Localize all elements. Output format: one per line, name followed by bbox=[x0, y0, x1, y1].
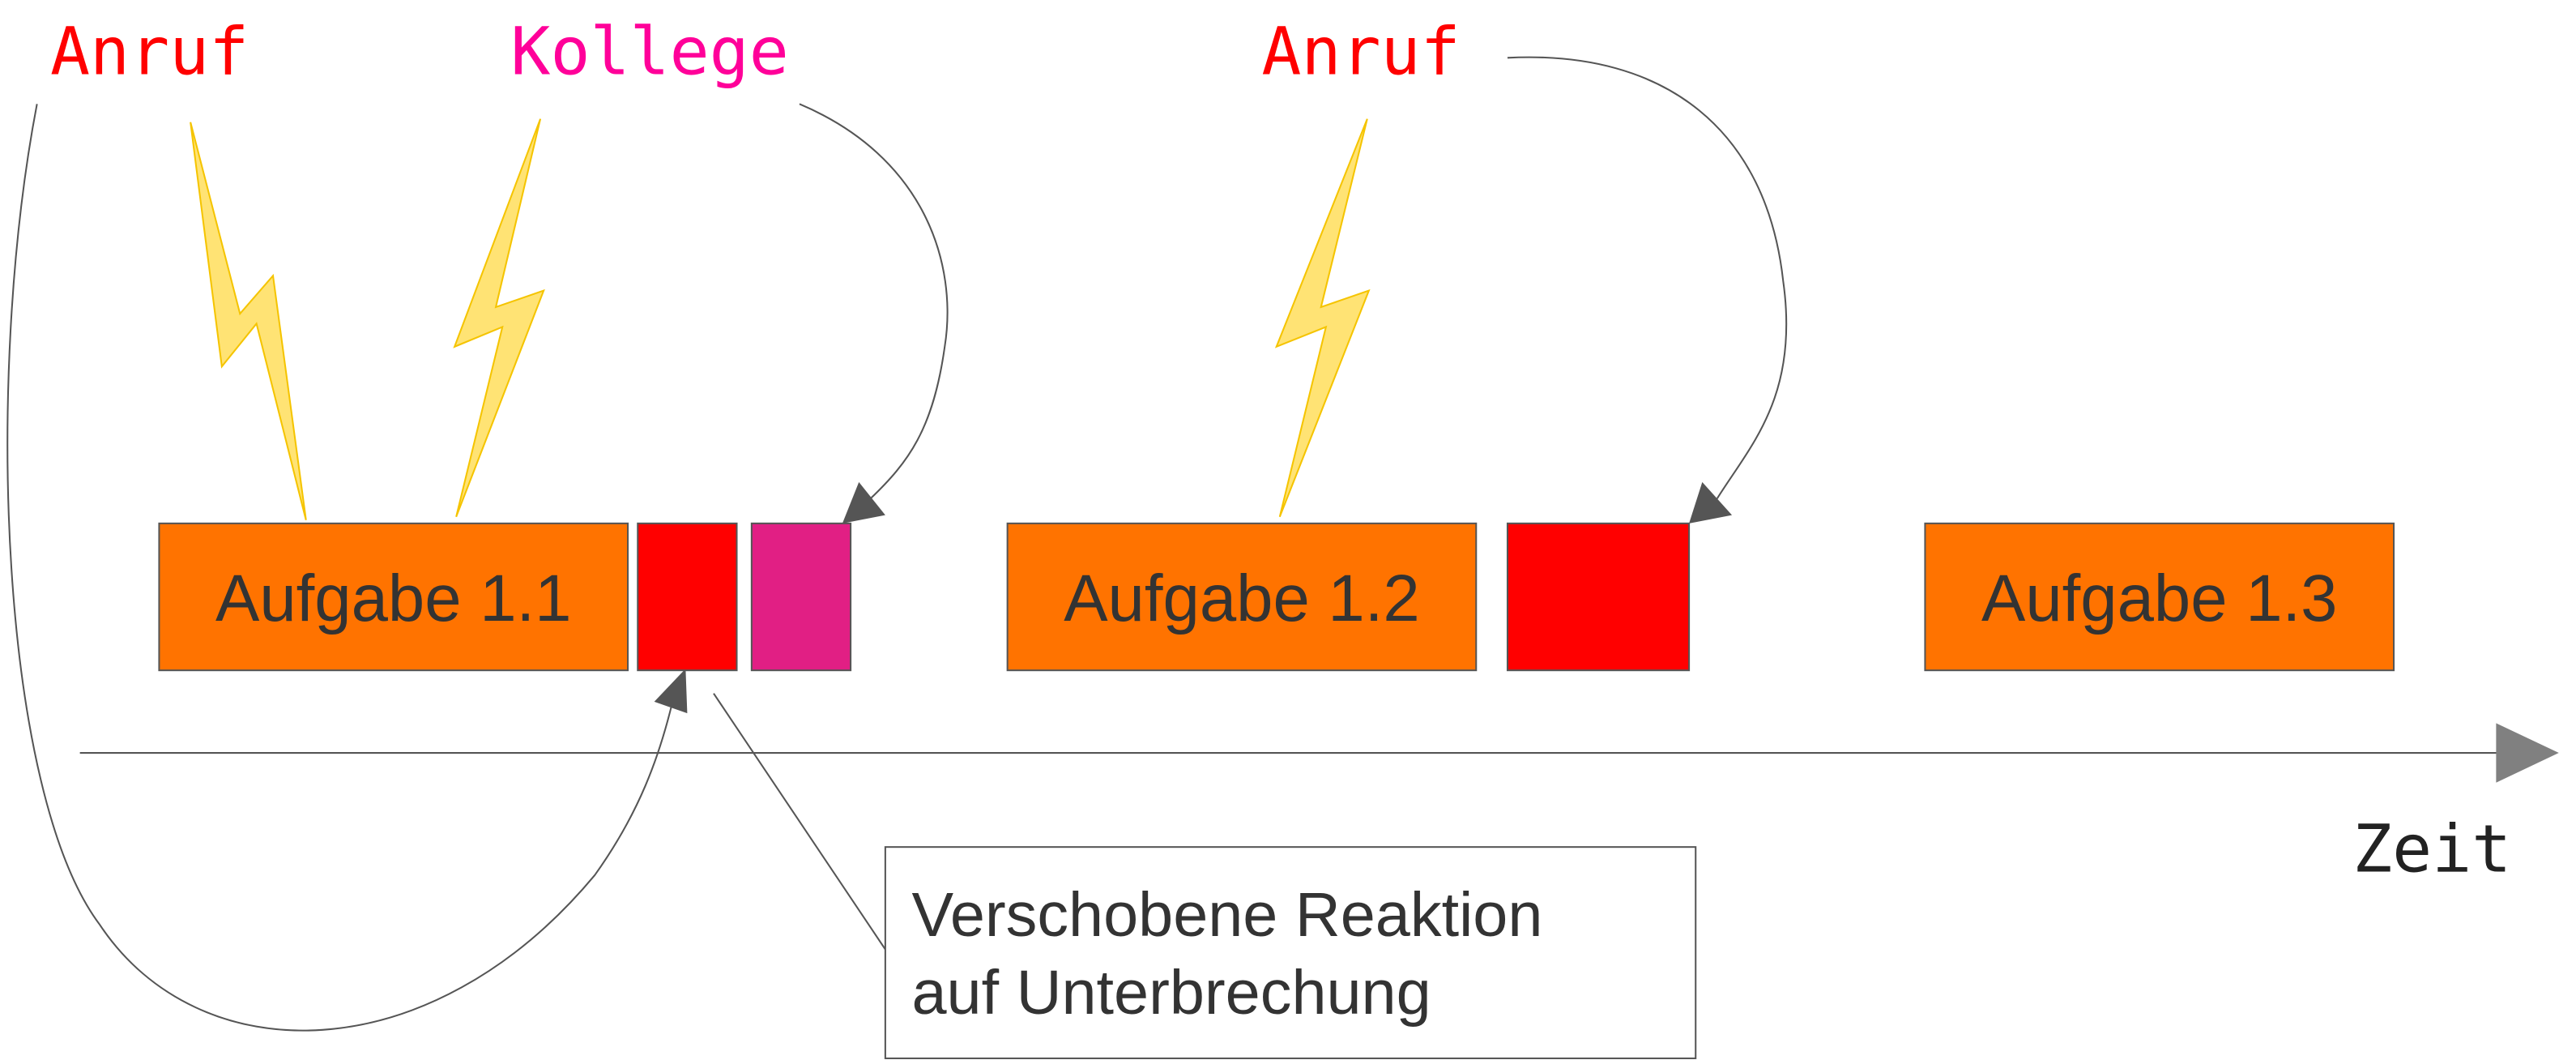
task-box-1-3 bbox=[1924, 522, 2395, 672]
lightning-icon bbox=[453, 118, 545, 518]
callout-line-1: Verschobene Reaktion bbox=[911, 880, 1542, 950]
interrupt-call-box-2 bbox=[1506, 522, 1691, 672]
interrupt-colleague-box bbox=[750, 522, 852, 672]
callout-pointer bbox=[713, 693, 886, 951]
callout-line-2: auf Unterbrechung bbox=[911, 958, 1431, 1028]
arrowhead bbox=[654, 669, 688, 714]
interrupt-call-box bbox=[637, 522, 738, 672]
anruf2-curve-arrow bbox=[1507, 56, 1788, 499]
anruf-label-2: Anruf bbox=[1261, 14, 1460, 91]
zeit-label: Zeit bbox=[2352, 811, 2511, 888]
callout-box bbox=[884, 846, 1697, 1059]
anruf-curve-arrow bbox=[6, 104, 679, 1032]
anruf-label: Anruf bbox=[50, 14, 249, 91]
kollege-label: Kollege bbox=[510, 14, 788, 91]
task-label: Aufgabe 1.3 bbox=[1981, 562, 2338, 635]
arrowhead bbox=[1689, 481, 1733, 524]
task-label: Aufgabe 1.2 bbox=[1064, 562, 1420, 635]
kollege-curve-arrow bbox=[799, 103, 949, 500]
time-axis-arrowhead bbox=[2496, 723, 2559, 783]
arrowhead bbox=[842, 481, 885, 524]
lightning-icon bbox=[1274, 118, 1371, 518]
task-box-1-1 bbox=[158, 522, 629, 672]
lightning-icon bbox=[190, 122, 307, 521]
task-label: Aufgabe 1.1 bbox=[215, 562, 572, 635]
task-box-1-2 bbox=[1006, 522, 1478, 672]
